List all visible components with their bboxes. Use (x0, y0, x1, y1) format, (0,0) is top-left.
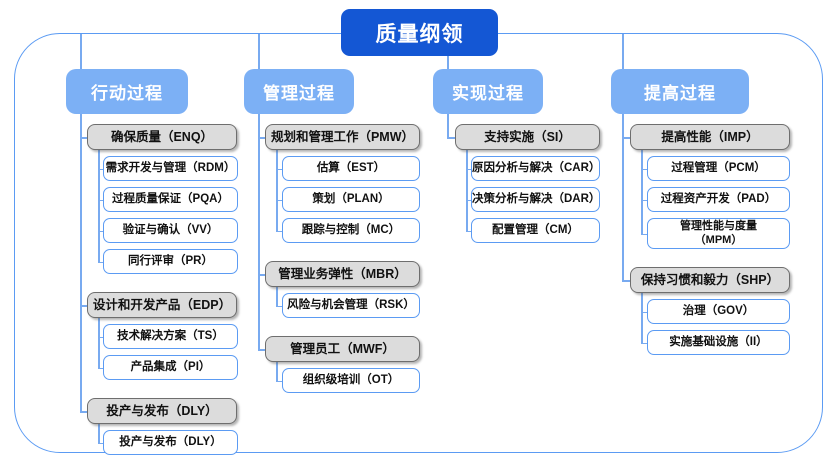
connector-column-spine-3 (447, 111, 449, 137)
connector-group-to-leaf-4-1-1 (641, 168, 647, 171)
leaf-box-4-1-1[interactable]: 过程管理（PCM） (647, 156, 790, 181)
group-box-1-3[interactable]: 投产与发布（DLY） (87, 398, 237, 424)
group-box-4-1[interactable]: 提高性能（IMP） (630, 124, 790, 150)
connector-spine-to-group-4-2 (622, 280, 630, 282)
connector-frame-to-header-4 (622, 34, 624, 73)
connector-group-spine-2-1 (276, 148, 278, 231)
group-box-1-1[interactable]: 确保质量（ENQ） (87, 124, 237, 150)
leaf-box-2-1-2[interactable]: 策划（PLAN） (282, 187, 420, 212)
connector-group-to-leaf-4-1-3 (641, 233, 647, 236)
connector-column-spine-1 (80, 111, 82, 411)
leaf-box-4-2-2[interactable]: 实施基础设施（II） (647, 330, 790, 355)
group-box-1-2[interactable]: 设计和开发产品（EDP） (87, 292, 237, 318)
connector-group-to-leaf-2-3-1 (276, 380, 282, 383)
connector-spine-to-group-3-1 (447, 137, 455, 139)
leaf-box-1-2-2[interactable]: 产品集成（PI） (103, 355, 238, 380)
column-header-2[interactable]: 管理过程 (244, 69, 354, 114)
leaf-box-2-1-1[interactable]: 估算（EST） (282, 156, 420, 181)
leaf-box-1-3-1[interactable]: 投产与发布（DLY） (103, 430, 238, 455)
group-box-4-2[interactable]: 保持习惯和毅力（SHP） (630, 267, 790, 293)
leaf-box-2-1-3[interactable]: 跟踪与控制（MC） (282, 218, 420, 243)
leaf-box-3-1-1[interactable]: 原因分析与解决（CAR） (471, 156, 600, 181)
connector-group-spine-2-3 (276, 360, 278, 381)
leaf-box-4-1-2[interactable]: 过程资产开发（PAD） (647, 187, 790, 212)
connector-spine-to-group-1-2 (80, 305, 87, 307)
leaf-box-4-1-3[interactable]: 管理性能与度量（MPM） (647, 218, 790, 249)
leaf-box-2-3-1[interactable]: 组织级培训（OT） (282, 368, 420, 393)
leaf-box-1-1-3[interactable]: 验证与确认（VV） (103, 218, 238, 243)
connector-spine-to-group-1-1 (80, 137, 87, 139)
connector-group-to-leaf-2-1-2 (276, 199, 282, 202)
leaf-box-1-1-1[interactable]: 需求开发与管理（RDM） (103, 156, 238, 181)
connector-spine-to-group-1-3 (80, 411, 87, 413)
connector-group-to-leaf-1-1-1 (98, 168, 103, 171)
column-header-1[interactable]: 行动过程 (66, 69, 188, 114)
connector-spine-to-group-2-1 (258, 137, 265, 139)
connector-group-spine-1-1 (98, 148, 100, 262)
connector-group-spine-3-1 (466, 148, 468, 231)
leaf-box-3-1-3[interactable]: 配置管理（CM） (471, 218, 600, 243)
group-box-3-1[interactable]: 支持实施（SI） (455, 124, 600, 150)
connector-group-to-leaf-2-1-1 (276, 168, 282, 171)
connector-spine-to-group-2-2 (258, 274, 265, 276)
connector-group-spine-1-2 (98, 316, 100, 368)
leaf-box-3-1-2[interactable]: 决策分析与解决（DAR） (471, 187, 600, 212)
column-header-4[interactable]: 提高过程 (611, 69, 749, 114)
connector-group-spine-4-1 (641, 148, 643, 234)
root-title-box[interactable]: 质量纲领 (341, 9, 498, 56)
connector-group-to-leaf-1-3-1 (98, 442, 103, 445)
connector-group-to-leaf-1-1-4 (98, 261, 103, 264)
connector-frame-to-header-1 (80, 34, 82, 73)
group-box-2-3[interactable]: 管理员工（MWF） (265, 336, 420, 362)
connector-group-to-leaf-3-1-1 (466, 168, 471, 171)
connector-group-to-leaf-3-1-3 (466, 230, 471, 233)
leaf-box-2-2-1[interactable]: 风险与机会管理（RSK） (282, 293, 420, 318)
connector-group-to-leaf-4-2-1 (641, 311, 647, 314)
connector-group-to-leaf-1-1-3 (98, 230, 103, 233)
connector-group-spine-1-3 (98, 422, 100, 443)
connector-column-spine-4 (622, 111, 624, 280)
connector-group-to-leaf-2-1-3 (276, 230, 282, 233)
connector-group-spine-2-2 (276, 285, 278, 306)
connector-group-spine-4-2 (641, 291, 643, 343)
leaf-box-4-2-1[interactable]: 治理（GOV） (647, 299, 790, 324)
leaf-box-1-2-1[interactable]: 技术解决方案（TS） (103, 324, 238, 349)
connector-spine-to-group-4-1 (622, 137, 630, 139)
connector-group-to-leaf-4-1-2 (641, 199, 647, 202)
connector-group-to-leaf-1-2-1 (98, 336, 103, 339)
connector-group-to-leaf-1-1-2 (98, 199, 103, 202)
connector-group-to-leaf-4-2-2 (641, 342, 647, 345)
connector-group-to-leaf-2-2-1 (276, 305, 282, 308)
group-box-2-1[interactable]: 规划和管理工作（PMW） (265, 124, 420, 150)
connector-group-to-leaf-3-1-2 (466, 199, 471, 202)
connector-column-spine-2 (258, 111, 260, 349)
connector-group-to-leaf-1-2-2 (98, 367, 103, 370)
group-box-2-2[interactable]: 管理业务弹性（MBR） (265, 261, 420, 287)
connector-frame-to-header-2 (258, 34, 260, 73)
leaf-box-1-1-2[interactable]: 过程质量保证（PQA） (103, 187, 238, 212)
column-header-3[interactable]: 实现过程 (433, 69, 543, 114)
connector-spine-to-group-2-3 (258, 349, 265, 351)
leaf-box-1-1-4[interactable]: 同行评审（PR） (103, 249, 238, 274)
